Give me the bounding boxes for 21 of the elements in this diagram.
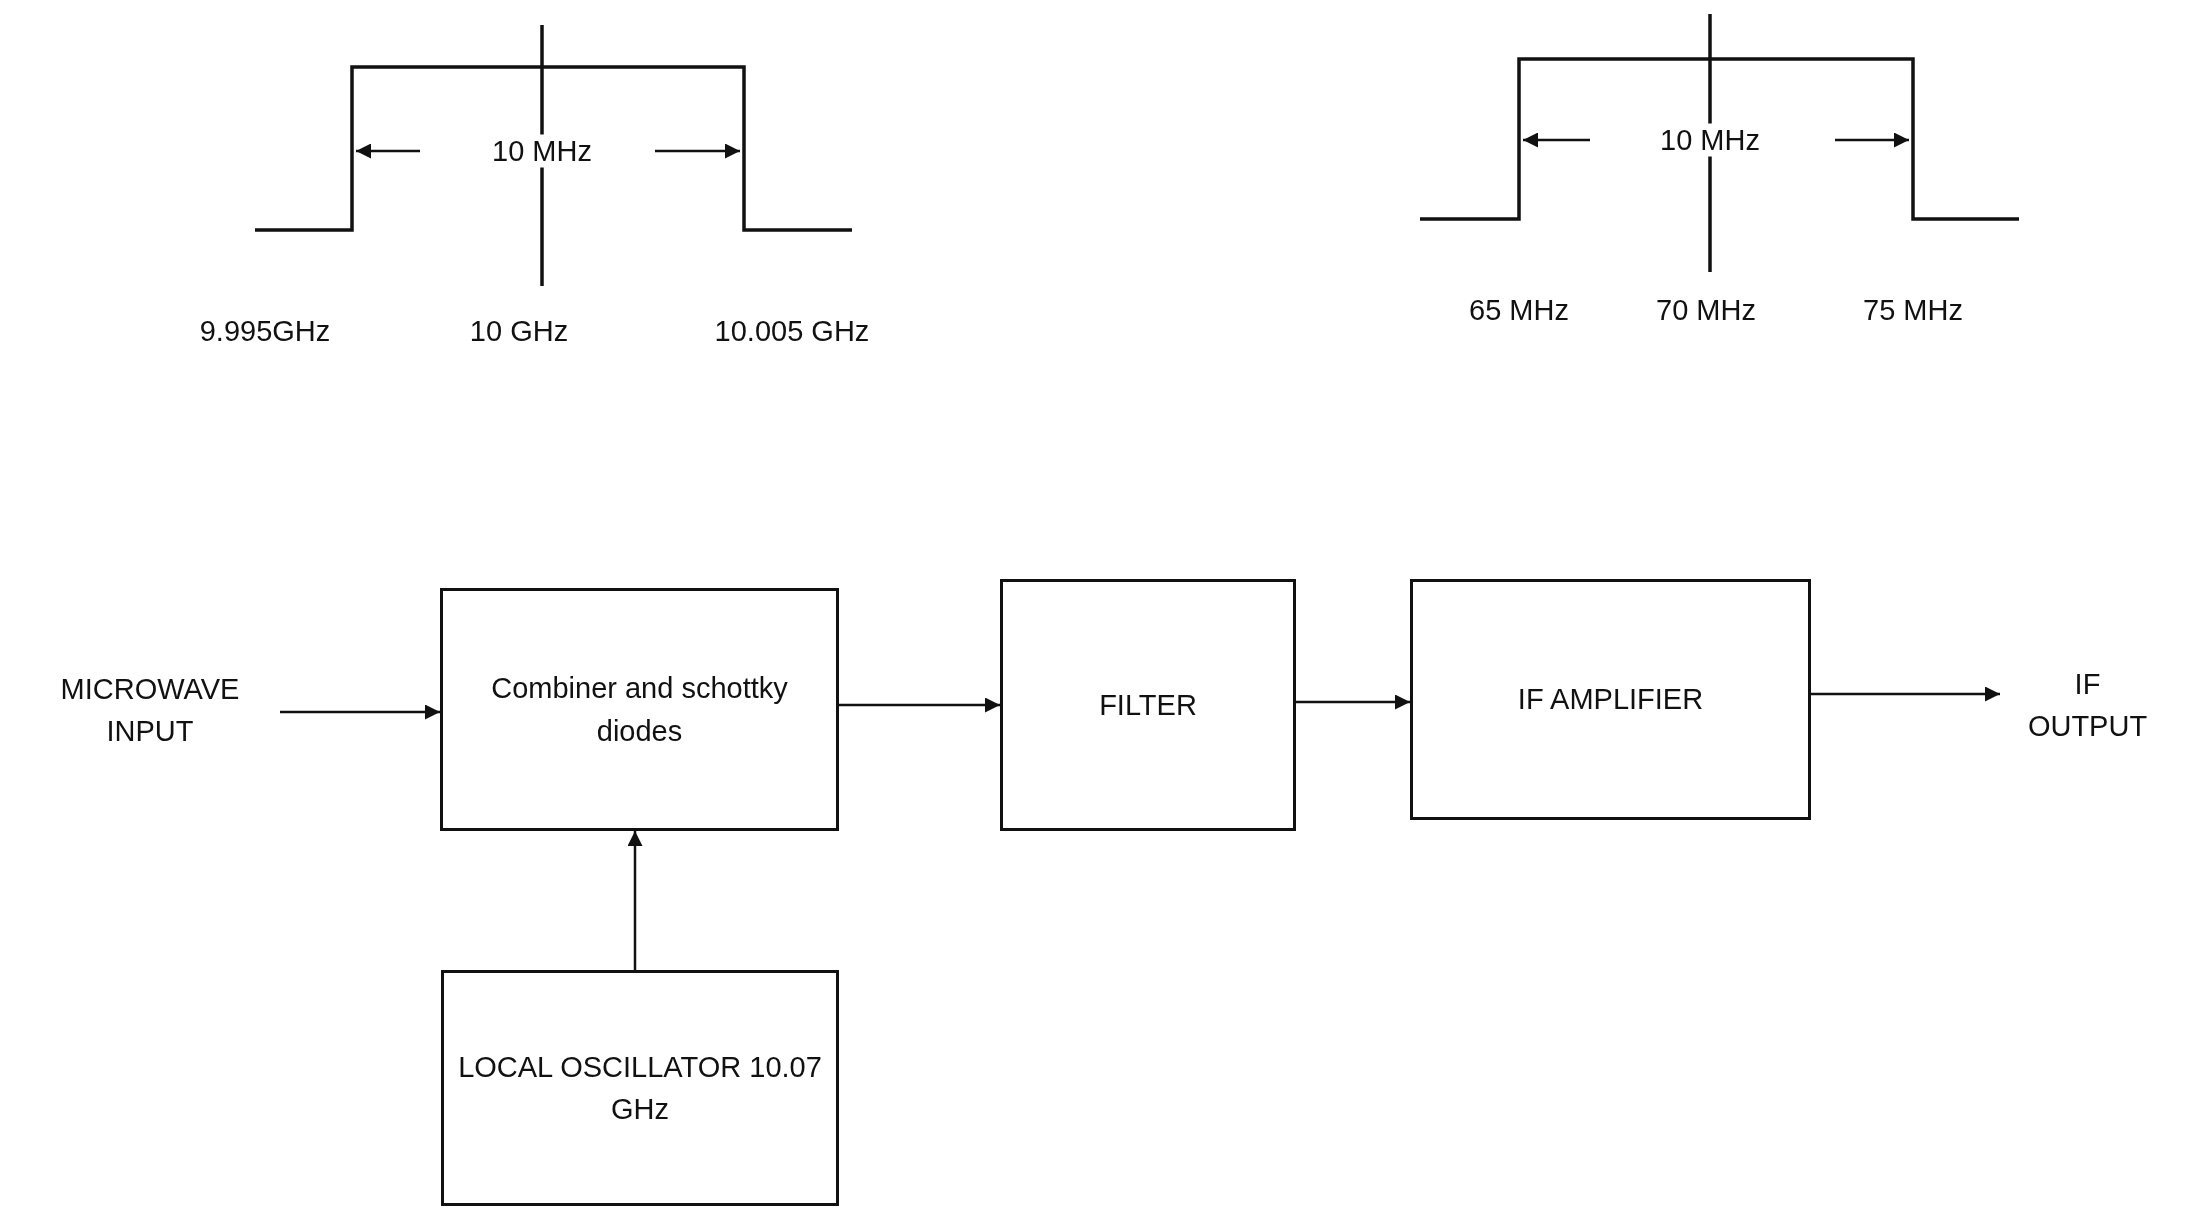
frequency-label: 10.005 GHz: [713, 314, 871, 348]
block-text: Combiner and schottky diodes: [490, 671, 789, 749]
block-box: [440, 588, 839, 831]
arrow: [839, 697, 1000, 713]
block-text: LOCAL OSCILLATOR 10.07 GHz: [458, 1049, 822, 1127]
frequency-label: 9.995GHz: [198, 314, 332, 348]
frequency-label: 65 MHz: [1468, 293, 1570, 327]
block-box: [1000, 579, 1296, 831]
arrow: [1296, 694, 1410, 710]
block-box: [1410, 579, 1811, 820]
frequency-label: 10 GHz: [468, 314, 570, 348]
arrow: [280, 704, 440, 720]
arrow: [1811, 686, 2000, 702]
block-text: IF OUTPUT: [2026, 666, 2149, 744]
frequency-label: 75 MHz: [1862, 293, 1964, 327]
block-text: FILTER: [1099, 687, 1197, 723]
block-text: IF AMPLIFIER: [1517, 682, 1704, 718]
block-text: MICROWAVE INPUT: [59, 671, 241, 749]
block-box: [441, 970, 839, 1206]
frequency-label: 70 MHz: [1655, 293, 1757, 327]
arrow: [627, 831, 643, 970]
